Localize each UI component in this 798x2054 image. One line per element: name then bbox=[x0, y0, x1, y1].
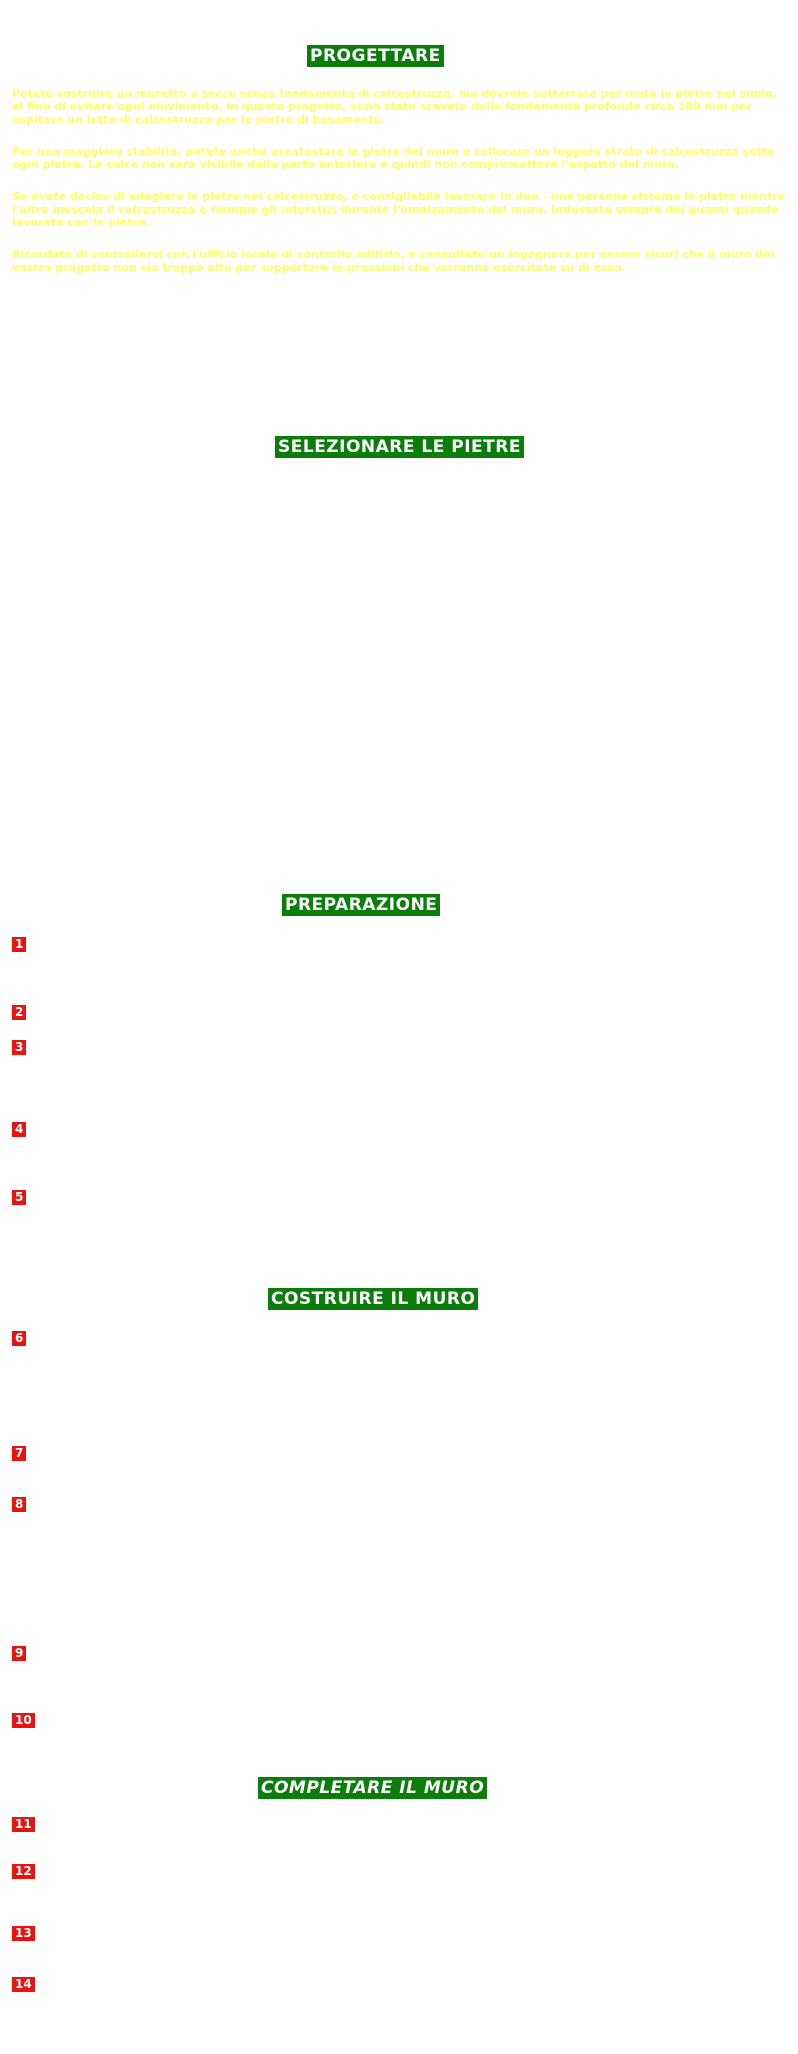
section-heading-selezionare: SELEZIONARE LE PIETRE bbox=[275, 436, 524, 458]
section-heading-preparazione: PREPARAZIONE bbox=[282, 894, 441, 916]
section-heading-progettare: PROGETTARE bbox=[307, 45, 444, 67]
section-heading-completare: COMPLETARE IL MURO bbox=[258, 1777, 488, 1799]
step-number: 12 bbox=[12, 1864, 35, 1879]
paragraph-progettare-2: Per una maggiore stabilità, potete anche… bbox=[12, 145, 775, 171]
step-number: 8 bbox=[12, 1497, 27, 1512]
step-number: 11 bbox=[12, 1817, 35, 1832]
step-number: 5 bbox=[12, 1190, 27, 1205]
step-number: 10 bbox=[12, 1713, 35, 1728]
step-number: 6 bbox=[12, 1331, 27, 1346]
step-number: 3 bbox=[12, 1040, 27, 1055]
step-number: 14 bbox=[12, 1977, 35, 1992]
step-number: 2 bbox=[12, 1005, 27, 1020]
paragraph-progettare-4: Ricordate di controllarvi con l'ufficio … bbox=[12, 248, 775, 274]
step-number: 7 bbox=[12, 1446, 27, 1461]
paragraph-progettare-3: Se avete deciso di adagiare le pietre ne… bbox=[12, 190, 786, 229]
section-heading-costruire: COSTRUIRE IL MURO bbox=[268, 1288, 479, 1310]
step-number: 4 bbox=[12, 1122, 27, 1137]
step-number: 9 bbox=[12, 1646, 27, 1661]
paragraph-progettare-1: Potete costruire un muretto a secco senz… bbox=[12, 87, 777, 126]
step-number: 13 bbox=[12, 1926, 35, 1941]
step-number: 1 bbox=[12, 937, 27, 952]
